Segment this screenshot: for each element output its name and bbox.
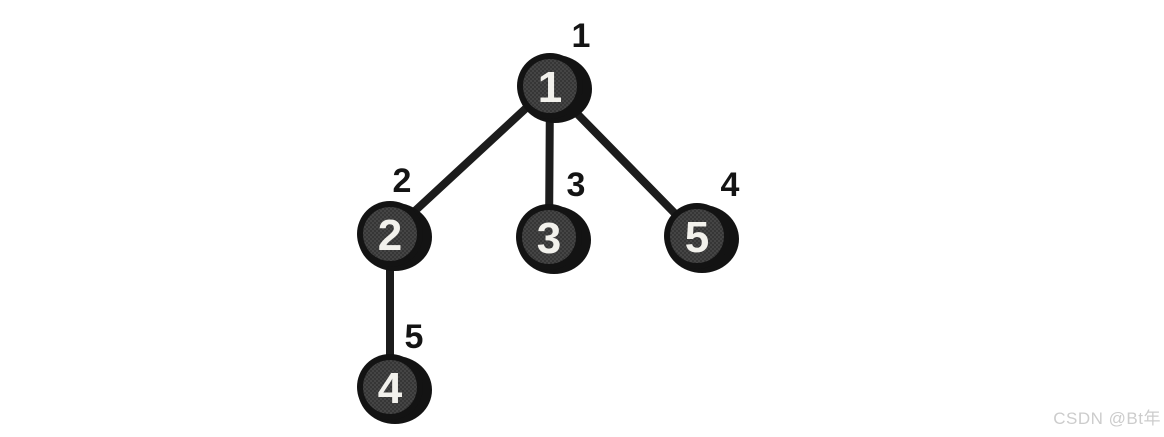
visit-order-label-4: 5 (405, 318, 424, 356)
visit-order-label-5: 4 (721, 166, 740, 204)
node-value: 5 (685, 213, 709, 262)
tree-node-1: 1 (517, 53, 592, 123)
visit-order-label-1: 1 (572, 17, 591, 55)
node-body (522, 210, 576, 264)
tree-node-3: 3 (516, 204, 591, 274)
tree-edge-1-2 (386, 82, 554, 238)
node-value: 4 (378, 364, 403, 413)
node-value: 3 (537, 214, 561, 263)
visit-order-label-3: 3 (567, 166, 586, 204)
node-body (670, 209, 724, 263)
node-body (363, 360, 417, 414)
tree-node-4: 4 (357, 354, 432, 424)
node-value: 1 (538, 63, 562, 112)
tree-node-2: 2 (357, 201, 432, 271)
watermark: CSDN @Bt年 (1053, 409, 1161, 428)
node-value: 2 (378, 211, 402, 260)
tree-node-5: 5 (664, 203, 739, 273)
node-body (363, 207, 417, 261)
visit-order-label-2: 2 (393, 162, 412, 200)
node-body (523, 59, 577, 113)
